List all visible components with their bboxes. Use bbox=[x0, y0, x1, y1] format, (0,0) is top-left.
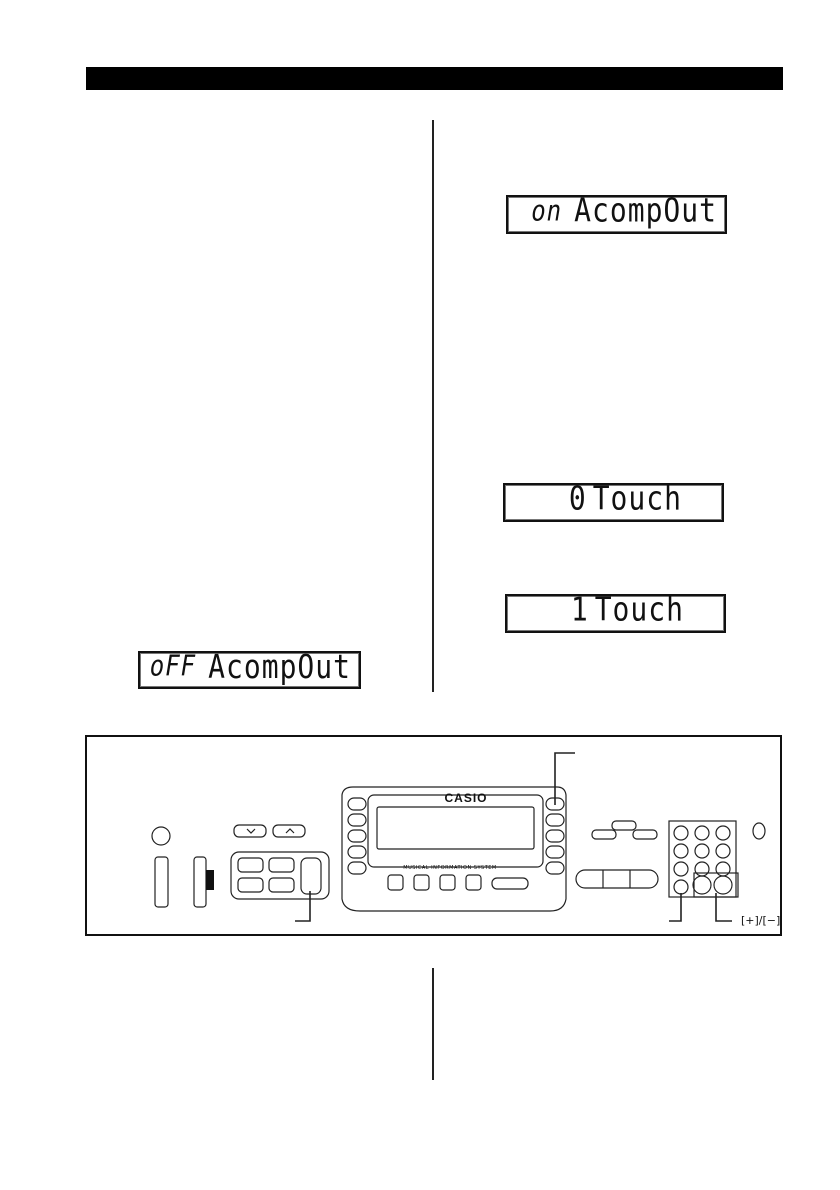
keyboard-panel-illustration bbox=[85, 735, 782, 936]
power-button-icon bbox=[151, 826, 171, 846]
lcd-display-acomp-off: oFF AcompOut bbox=[138, 647, 361, 689]
column-divider-bottom bbox=[432, 968, 434, 1080]
tempo-slider bbox=[193, 856, 207, 908]
lcd-display-acomp-on: on AcompOut bbox=[506, 191, 727, 234]
lcd-display-touch-0: 0 Touch bbox=[503, 479, 724, 522]
section-header-bar bbox=[86, 67, 783, 90]
lcd-text: AcompOut bbox=[208, 646, 351, 686]
lcd-text: Touch bbox=[592, 479, 682, 518]
column-divider-top bbox=[432, 120, 434, 692]
keyboard-panel-drawing bbox=[151, 752, 766, 922]
lcd-prefix: on bbox=[531, 193, 563, 228]
brand-logo-text: CASIO bbox=[444, 791, 488, 805]
volume-slider bbox=[154, 856, 169, 908]
plus-minus-label: [+]/[−] bbox=[741, 914, 781, 927]
numpad bbox=[673, 825, 733, 895]
lcd-prefix: oFF bbox=[149, 649, 197, 683]
lcd-prefix: 0 bbox=[568, 479, 587, 518]
lcd-text: Touch bbox=[594, 590, 684, 629]
lcd-display-touch-1: 1 Touch bbox=[505, 590, 726, 633]
lcd-prefix: 1 bbox=[570, 590, 589, 629]
lcd-text: AcompOut bbox=[574, 191, 717, 230]
display-subtitle: MUSICAL INFORMATION SYSTEM bbox=[403, 865, 497, 871]
